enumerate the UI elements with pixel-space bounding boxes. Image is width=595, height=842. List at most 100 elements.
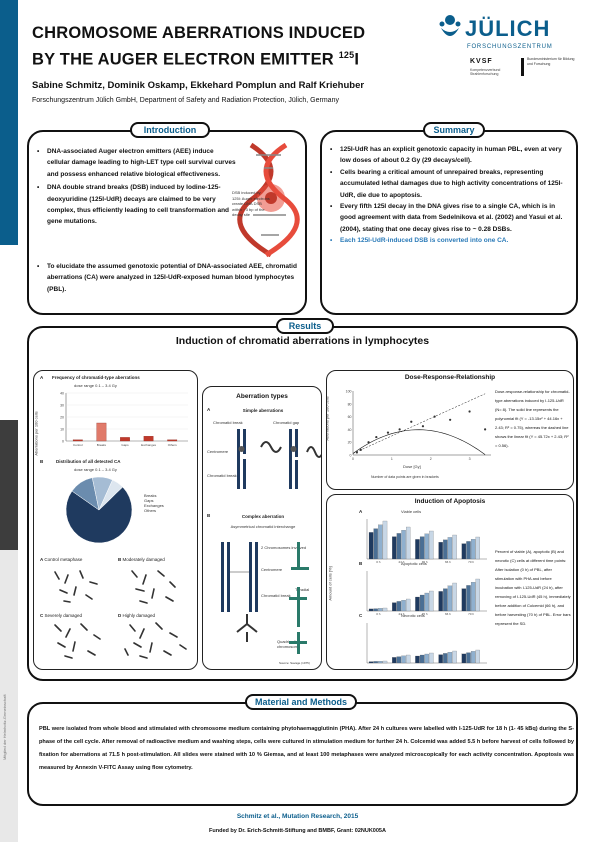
abt-centromere-2: Centromere	[261, 567, 283, 572]
freq-bar	[167, 439, 178, 442]
abt-simple: Simple aberrations	[242, 408, 284, 413]
apo-bar	[466, 541, 471, 560]
abt-acentric: Chromatid break	[261, 593, 291, 598]
apo-bar	[443, 588, 448, 612]
apo-x-tick: 66 h	[445, 612, 451, 616]
juelich-logo-sub: FORSCHUNGSZENTRUM	[467, 44, 553, 50]
summary-bullet-3: Every fifth 125I decay in the DNA gives …	[330, 201, 572, 235]
apo-bar	[396, 601, 402, 612]
apo-bar	[382, 607, 388, 612]
dose-ylabel: Aberrations per 100 cells	[324, 396, 330, 441]
pie-legend-3: Exchanges	[144, 503, 164, 508]
dna-helix-icon	[237, 142, 300, 258]
abt-chromatid-break: Chromatid break	[213, 420, 243, 425]
apo-bar	[401, 600, 406, 612]
dose-point	[355, 451, 358, 454]
apo-bar	[470, 582, 476, 612]
apo-bar	[373, 661, 378, 664]
apo-bar	[406, 598, 411, 612]
apo-x-tick: 70 h	[468, 560, 474, 564]
apo-bar	[406, 654, 411, 664]
apo-bar	[466, 585, 471, 612]
dose-x-tick: 1	[391, 457, 393, 461]
metaphase-images	[54, 570, 187, 659]
apo-bar	[452, 534, 457, 560]
apo-bar	[392, 536, 397, 560]
results-heading: Results	[276, 318, 334, 334]
stripe-dark	[0, 420, 18, 550]
apo-bar	[401, 530, 406, 560]
apo-label-c: C	[359, 613, 363, 618]
apo-bar	[438, 654, 443, 664]
summary-panel: 125I-UdR has an explicit genotoxic capac…	[320, 130, 578, 315]
apo-bar	[466, 652, 471, 664]
sidebar-stripe: Mitglied der Helmholtz-Gemeinschaft	[0, 0, 18, 842]
apo-bar	[415, 596, 420, 612]
freq-bar	[72, 439, 83, 442]
apo-bar	[419, 594, 425, 612]
dose-point	[468, 410, 471, 413]
intro-bullet-2: DNA double strand breaks (DSB) induced b…	[37, 182, 237, 228]
freq-label-a: A	[40, 375, 44, 380]
apo-bar	[475, 649, 480, 664]
dose-y-tick: 40	[348, 428, 352, 432]
pie-legend-2: Gaps	[144, 498, 154, 503]
apo-bar	[447, 537, 453, 560]
dose-point	[433, 415, 436, 418]
apo-bar	[424, 592, 429, 612]
apo-bar	[429, 652, 434, 664]
freq-bar	[96, 422, 107, 442]
dose-x-tick: 0	[352, 457, 354, 461]
apo-x-tick: 70 h	[468, 612, 474, 616]
dose-x-tick: 3	[469, 457, 471, 461]
apo-bar	[378, 661, 383, 664]
apoptosis-bar-chart: 0 h24 h45 h66 h70 h0 h24 h45 h66 h70 h0 …	[366, 519, 487, 665]
summary-bullet-2: Cells bearing a critical amount of unrep…	[330, 167, 572, 201]
apo-x-tick: 24 h	[399, 560, 405, 564]
dose-point	[484, 428, 487, 431]
apo-x-tick: 45 h	[422, 612, 428, 616]
complex-aberration-diagram	[221, 542, 309, 654]
apo-bar	[415, 539, 420, 560]
summary-bullet-1: 125I-UdR has an explicit genotoxic capac…	[330, 144, 572, 167]
apo-label-b: B	[359, 561, 363, 566]
freq-bar	[143, 436, 154, 442]
apo-bar	[452, 582, 457, 612]
authors: Sabine Schmitz, Dominik Oskamp, Ekkehard…	[32, 80, 365, 91]
summary-highlight: Each 125I-UdR-induced DSB is converted i…	[330, 235, 572, 247]
apo-bar	[368, 661, 374, 664]
dose-note: Number of data points are given in brack…	[371, 475, 439, 479]
freq-title-b: Distribution of all detected CA	[56, 459, 121, 464]
stripe-white	[0, 245, 18, 420]
freq-x-tick: Gaps	[121, 443, 129, 447]
apo-bar	[424, 653, 429, 664]
abt-quad: Quadriradial chromosome	[277, 639, 301, 649]
methods-heading: Material and Methods	[245, 694, 357, 710]
introduction-heading: Introduction	[130, 122, 210, 138]
dose-response-subpanel: Dose-Response-Relationship Aberrations p…	[324, 370, 574, 490]
intro-bullet-3: To elucidate the assumed genotoxic poten…	[37, 261, 299, 295]
apo-x-tick: 66 h	[445, 664, 451, 665]
apo-bar	[396, 533, 402, 560]
intro-bullets: DNA-associated Auger electron emitters (…	[37, 146, 237, 228]
dose-point	[386, 431, 390, 434]
freq-title-a: Frequency of chromatid-type aberrations	[52, 375, 140, 380]
results-panel: Induction of chromatid aberrations in ly…	[27, 326, 578, 681]
apo-bar	[382, 520, 388, 560]
aberration-types-subpanel: Aberration types A Simple aberrations Ch…	[202, 386, 322, 670]
abt-dicentric: 2 Chromosomes involved	[261, 545, 307, 550]
dose-y-tick: 0	[350, 454, 352, 458]
apo-title-c: Necrotic cells	[401, 613, 425, 618]
apo-bar	[461, 653, 467, 664]
apo-bar	[461, 588, 467, 612]
abt-chromatid-gap: Chromatid gap	[273, 420, 300, 425]
apo-bar	[452, 650, 457, 664]
apo-bar	[392, 602, 397, 612]
meta-label-c: C Severely damaged	[40, 613, 83, 618]
abt-centromere: Centromere	[207, 449, 229, 454]
freq-y-tick: 10	[60, 428, 64, 432]
abt-chromatid-break-2: Chromatid break	[207, 473, 237, 478]
summary-heading: Summary	[423, 122, 485, 138]
stripe-blue	[0, 0, 18, 245]
